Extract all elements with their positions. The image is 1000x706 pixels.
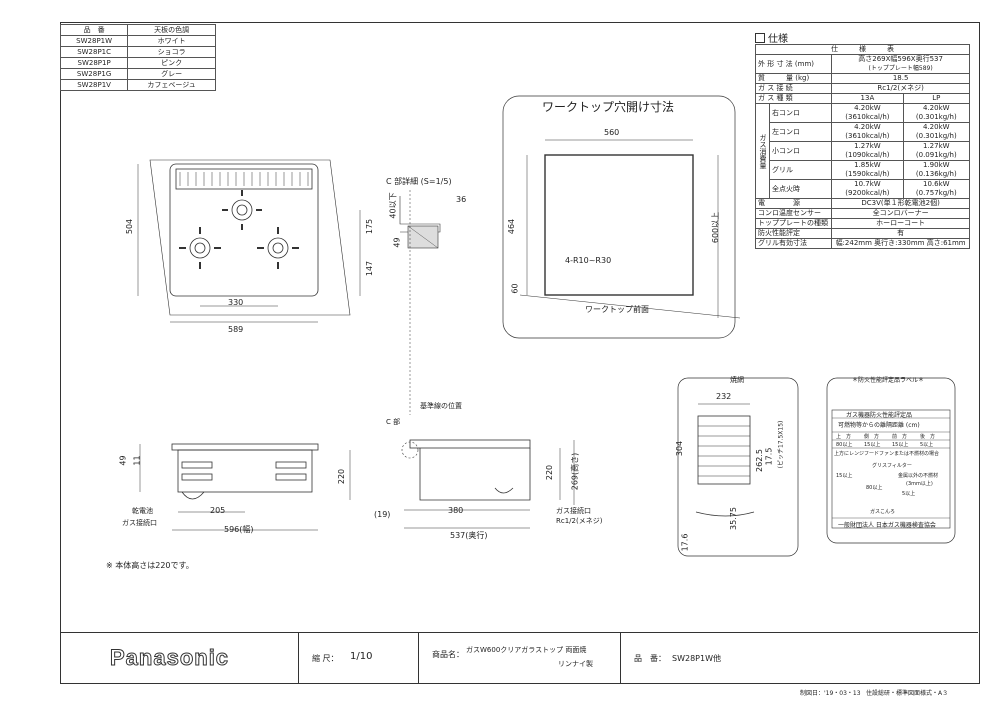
cutout-h: 464 — [507, 218, 517, 235]
product-label: 商品名： — [432, 650, 464, 659]
detail-title: C 部詳細 (S=1/5) — [386, 177, 452, 186]
dept-label: 住設総研・標準図面様式・A３ — [866, 690, 949, 697]
label-val: 15以上 — [864, 442, 881, 448]
cutout-corner: 4-R10~R30 — [565, 256, 612, 265]
burner-top — [222, 190, 262, 230]
label-box-sub: 可燃物等からの離隔距離 (cm) — [838, 422, 920, 429]
cutout-title: ワークトップ穴開け寸法 — [542, 100, 675, 114]
front-w205: 205 — [210, 506, 226, 515]
label-col: 後 方 — [920, 434, 936, 440]
scale-value: 1/10 — [350, 651, 373, 662]
cutout-hole — [544, 154, 694, 296]
grate-frame — [677, 377, 799, 557]
side-w380: 380 — [448, 506, 464, 515]
grate-w232: 232 — [716, 392, 732, 401]
label-col: 前 方 — [892, 434, 908, 440]
front-top-plate — [171, 443, 319, 451]
grate-d262: 262.5 — [754, 449, 764, 472]
spec-title-text: 仕様 — [768, 34, 788, 45]
grate-d35: 35.75 — [728, 507, 738, 530]
side-w537: 537(奥行) — [450, 531, 488, 540]
dim-147: 147 — [365, 260, 375, 277]
c-part-label: C 部 — [386, 418, 401, 426]
grate-pitch: (ピッチ17.5X15) — [777, 420, 785, 469]
label-val: 80以上 — [836, 442, 853, 448]
cutout-front-gap: 60 — [510, 283, 520, 294]
side-h269: 269(高さ) — [570, 452, 580, 491]
cutout-frame — [502, 95, 736, 339]
front-body — [177, 449, 313, 493]
burner-left — [179, 227, 221, 269]
front-h11: 11 — [132, 455, 142, 466]
grate-d17: 17.5 — [764, 447, 774, 466]
front-w596: 596(幅) — [224, 525, 254, 534]
front-h49: 49 — [118, 455, 128, 466]
label-col: 上 方 — [836, 434, 852, 440]
code-value: SW28P1W他 — [672, 654, 721, 663]
side-gas-inlet: ガス接続口 — [556, 507, 591, 515]
detail-d1: 40以下 — [388, 192, 398, 219]
cutout-w: 560 — [604, 128, 620, 137]
height-note: ※ 本体高さは220です。 — [106, 561, 194, 570]
label-note: 上方にレンジフードファンまたは不燃材の場合 — [834, 451, 940, 457]
scale-label: 縮 尺： — [312, 654, 339, 663]
label-footer: 一般財団法人 日本ガス機器検査協会 — [838, 522, 936, 529]
cutout-depth: 600以上 — [711, 211, 721, 244]
gas-inlet-label: ガス接続口 — [122, 519, 157, 527]
side-gas-inlet-spec: Rc1/2(メネジ) — [556, 517, 603, 525]
grate-h304: 304 — [675, 440, 685, 457]
label-box-title: ＊防火性能評定品ラベル＊ — [852, 377, 925, 384]
burner-right — [257, 227, 299, 269]
side-h220: 220 — [545, 464, 555, 481]
plan-guide-lines — [149, 159, 351, 316]
label-box-head: ガス機器防火性能評定品 — [846, 412, 913, 419]
ref-line-label: 基準線の位置 — [420, 402, 462, 410]
dim-175: 175 — [365, 218, 375, 235]
label-mm: (3mm以上) — [906, 481, 933, 487]
detail-d3: 49 — [392, 237, 402, 248]
dim-depth: 504 — [125, 218, 135, 235]
color-name: カフェベージュ — [127, 79, 216, 91]
spec-value: 1.90kW(0.136kg/h) — [902, 160, 971, 180]
dim-589: 589 — [228, 325, 244, 334]
label-frame — [826, 377, 956, 544]
label-val: 5以上 — [920, 442, 934, 448]
cutout-front-label: ワークトップ前面 — [585, 305, 649, 314]
side-top-plate — [409, 439, 531, 449]
grate — [697, 415, 751, 485]
label-v80: 80以上 — [866, 485, 883, 491]
label-v15: 15以上 — [836, 473, 853, 479]
square-icon — [755, 33, 765, 43]
grate-d17b: 17.6 — [680, 533, 690, 552]
label-v5: 5以上 — [902, 491, 916, 497]
spec-value: 4.20kW(0.301kg/h) — [902, 122, 971, 142]
label-col: 側 方 — [864, 434, 880, 440]
spec-title: 仕様 — [755, 30, 788, 45]
battery-label: 乾電池 — [132, 507, 153, 515]
draw-date: 制図日：'19・03・13 — [800, 690, 861, 697]
label-burner: ガスこんろ — [870, 509, 896, 515]
dim-330: 330 — [228, 298, 244, 307]
cooktop-plan — [169, 163, 319, 297]
grate-title: 焼網 — [730, 376, 744, 384]
spec-value: 幅:242mm 奥行き:330mm 高さ:61mm — [831, 238, 970, 249]
panasonic-logo: Panasonic — [109, 645, 230, 671]
side-w19: (19) — [374, 510, 391, 519]
label-val: 15以上 — [892, 442, 909, 448]
code-label: 品 番： — [634, 654, 666, 663]
front-h220: 220 — [337, 468, 347, 485]
label-filter: グリスフィルター — [872, 463, 912, 469]
drawing-frame — [60, 22, 980, 684]
spec-label: グリル有効寸法 — [754, 238, 833, 249]
grill-vent — [175, 168, 313, 190]
label-metal: 金属以外の不燃材 — [898, 473, 939, 479]
product-name: ガスW600クリアガラストップ 両面焼 — [466, 646, 587, 654]
spec-table: 仕 様 表 外 形 寸 法 (mm) 高さ269X幅596X奥行537(トッププ… — [754, 44, 971, 249]
color-code: SW28P1V — [59, 79, 129, 91]
detail-d2: 36 — [456, 195, 467, 204]
product-maker: リンナイ製 — [558, 660, 593, 668]
title-block: Panasonic 縮 尺： 1/10 商品名： ガスW600クリアガラストップ… — [60, 632, 978, 683]
